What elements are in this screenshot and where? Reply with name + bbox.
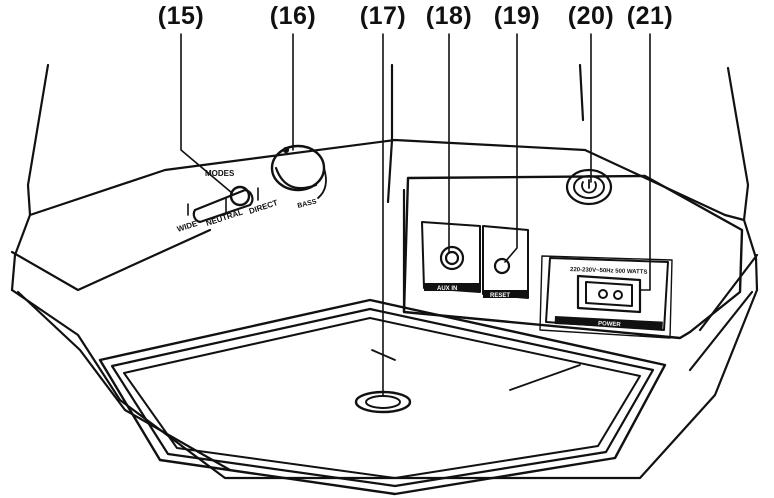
speaker-upper-body bbox=[26, 63, 750, 222]
power-inlet[interactable]: 220-230V~50Hz 500 WATTS POWER bbox=[539, 255, 673, 339]
speaker-lower-housing bbox=[10, 213, 759, 480]
aux-in-label: AUX IN bbox=[437, 286, 457, 292]
reset-label: RESET bbox=[490, 293, 510, 299]
callout-21: (21) bbox=[626, 2, 674, 30]
leader-lines bbox=[180, 33, 651, 396]
callout-20: (20) bbox=[567, 2, 615, 30]
callout-15: (15) bbox=[157, 2, 205, 30]
connector-panel bbox=[402, 174, 744, 340]
modes-label: MODES bbox=[205, 169, 235, 178]
callout-19: (19) bbox=[493, 2, 541, 30]
mode-wide-label: WIDE bbox=[176, 219, 199, 234]
callout-18: (18) bbox=[425, 2, 473, 30]
power-rating-label: 220-230V~50Hz 500 WATTS bbox=[570, 267, 648, 276]
power-button[interactable] bbox=[565, 168, 613, 206]
reset-button[interactable]: RESET bbox=[482, 225, 529, 299]
bass-label: BASS bbox=[297, 198, 318, 210]
bass-knob[interactable]: BASS bbox=[270, 144, 327, 210]
callout-17: (17) bbox=[359, 2, 407, 30]
aux-in-jack[interactable]: AUX IN bbox=[421, 221, 481, 293]
power-icon bbox=[581, 179, 597, 194]
mode-neutral-label: NEUTRAL bbox=[205, 207, 244, 227]
power-label: POWER bbox=[598, 321, 622, 328]
modes-switch[interactable]: MODES WIDE NEUTRAL DIRECT bbox=[176, 169, 279, 234]
callout-16: (16) bbox=[269, 2, 317, 30]
